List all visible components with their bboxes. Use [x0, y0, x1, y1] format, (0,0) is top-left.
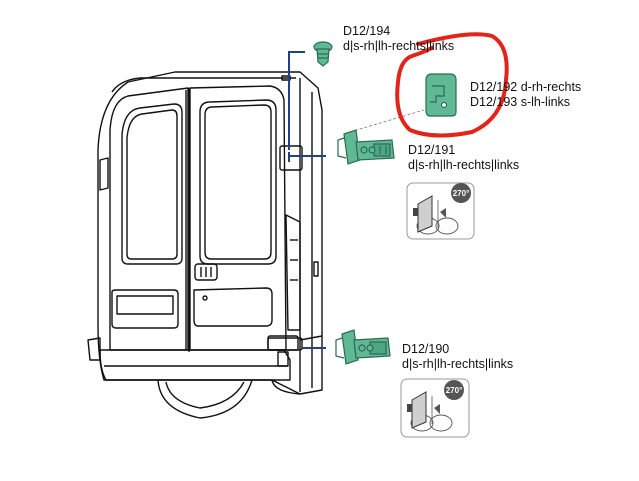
lower-hinge-detail-box: 270°	[400, 378, 470, 438]
upper-angle-label: 270°	[453, 189, 470, 198]
upper-hinge-desc: d|s-rh|lh-rechts|links	[408, 158, 520, 172]
plate-connector-line	[349, 109, 425, 133]
upper-hinge-detail-box: 270°	[406, 182, 475, 240]
lower-angle-badge	[444, 380, 464, 400]
bolt-part-code: D12/194	[343, 24, 391, 38]
lower-hinge-desc: d|s-rh|lh-rechts|links	[402, 357, 514, 371]
van-rear-illustration	[87, 71, 323, 419]
hinge-plate-icon	[425, 73, 457, 117]
upper-angle-badge	[451, 183, 471, 203]
bolt-icon	[313, 41, 333, 67]
upper-door-hinge-icon	[337, 129, 395, 165]
leader-lines	[288, 51, 326, 349]
plate-part-right: D12/192 d-rh-rechts	[470, 80, 582, 94]
lower-door-hinge-icon	[335, 329, 391, 365]
red-highlight-circle	[395, 32, 509, 138]
lower-hinge-code: D12/190	[402, 342, 450, 356]
lower-angle-label: 270°	[446, 386, 463, 395]
bolt-part-desc: d|s-rh|lh-rechts|links	[343, 39, 455, 53]
upper-hinge-code: D12/191	[408, 143, 456, 157]
plate-part-left: D12/193 s-lh-links	[470, 95, 571, 109]
